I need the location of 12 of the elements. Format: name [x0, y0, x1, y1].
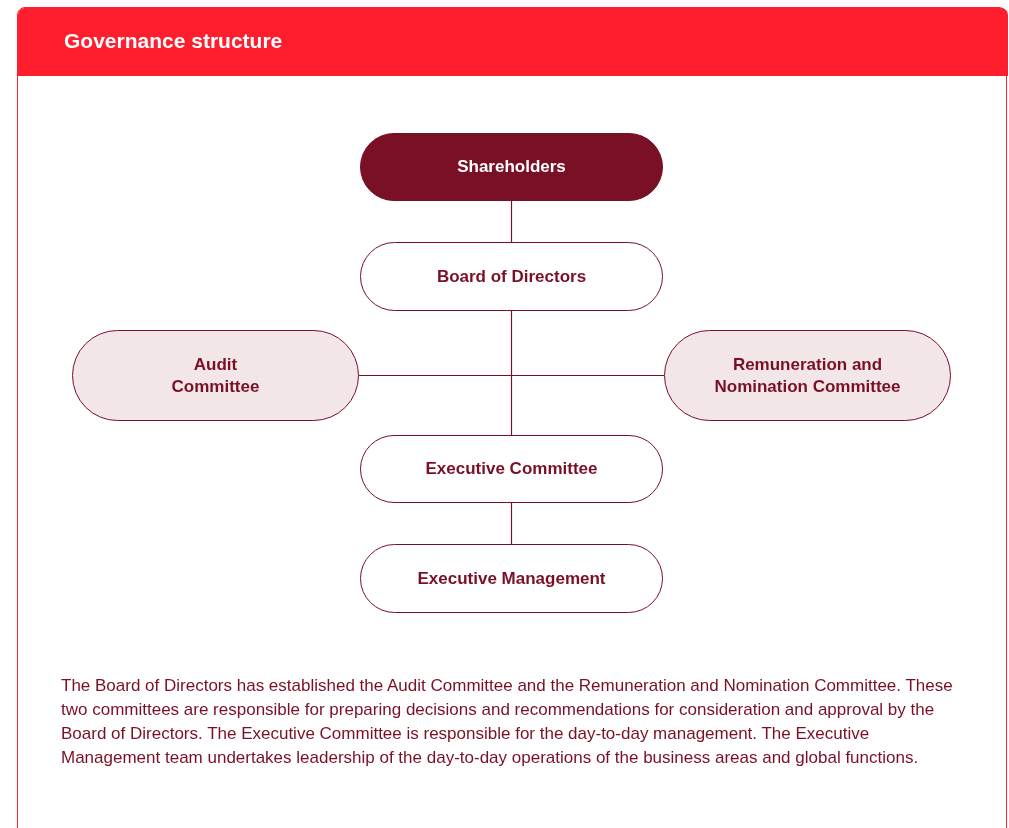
title: Governance structure	[64, 29, 283, 53]
connector-line	[510, 200, 513, 243]
connector-line	[510, 502, 513, 545]
node-label: Remuneration and Nomination Committee	[713, 353, 902, 398]
caption-paragraph: The Board of Directors has established the Audit Committee and the Remuneration and Nomination Committee. These two committees are responsible for preparing decisions and recommendations for consideration and approval by the Board of Directors. The Executive Committee is responsible for the day-to-day management. The Executive Management team undertakes leadership of the day-to-day operations of the business areas and global functions.	[61, 675, 954, 769]
node-label: Shareholders	[456, 156, 567, 178]
node-label: Executive Committee	[424, 458, 599, 480]
node-label: Audit Committee	[170, 353, 261, 398]
connector-line	[510, 310, 513, 436]
node-label: Executive Management	[416, 567, 607, 590]
node-label: Board of Directors	[435, 265, 588, 288]
connector-line	[358, 374, 665, 377]
